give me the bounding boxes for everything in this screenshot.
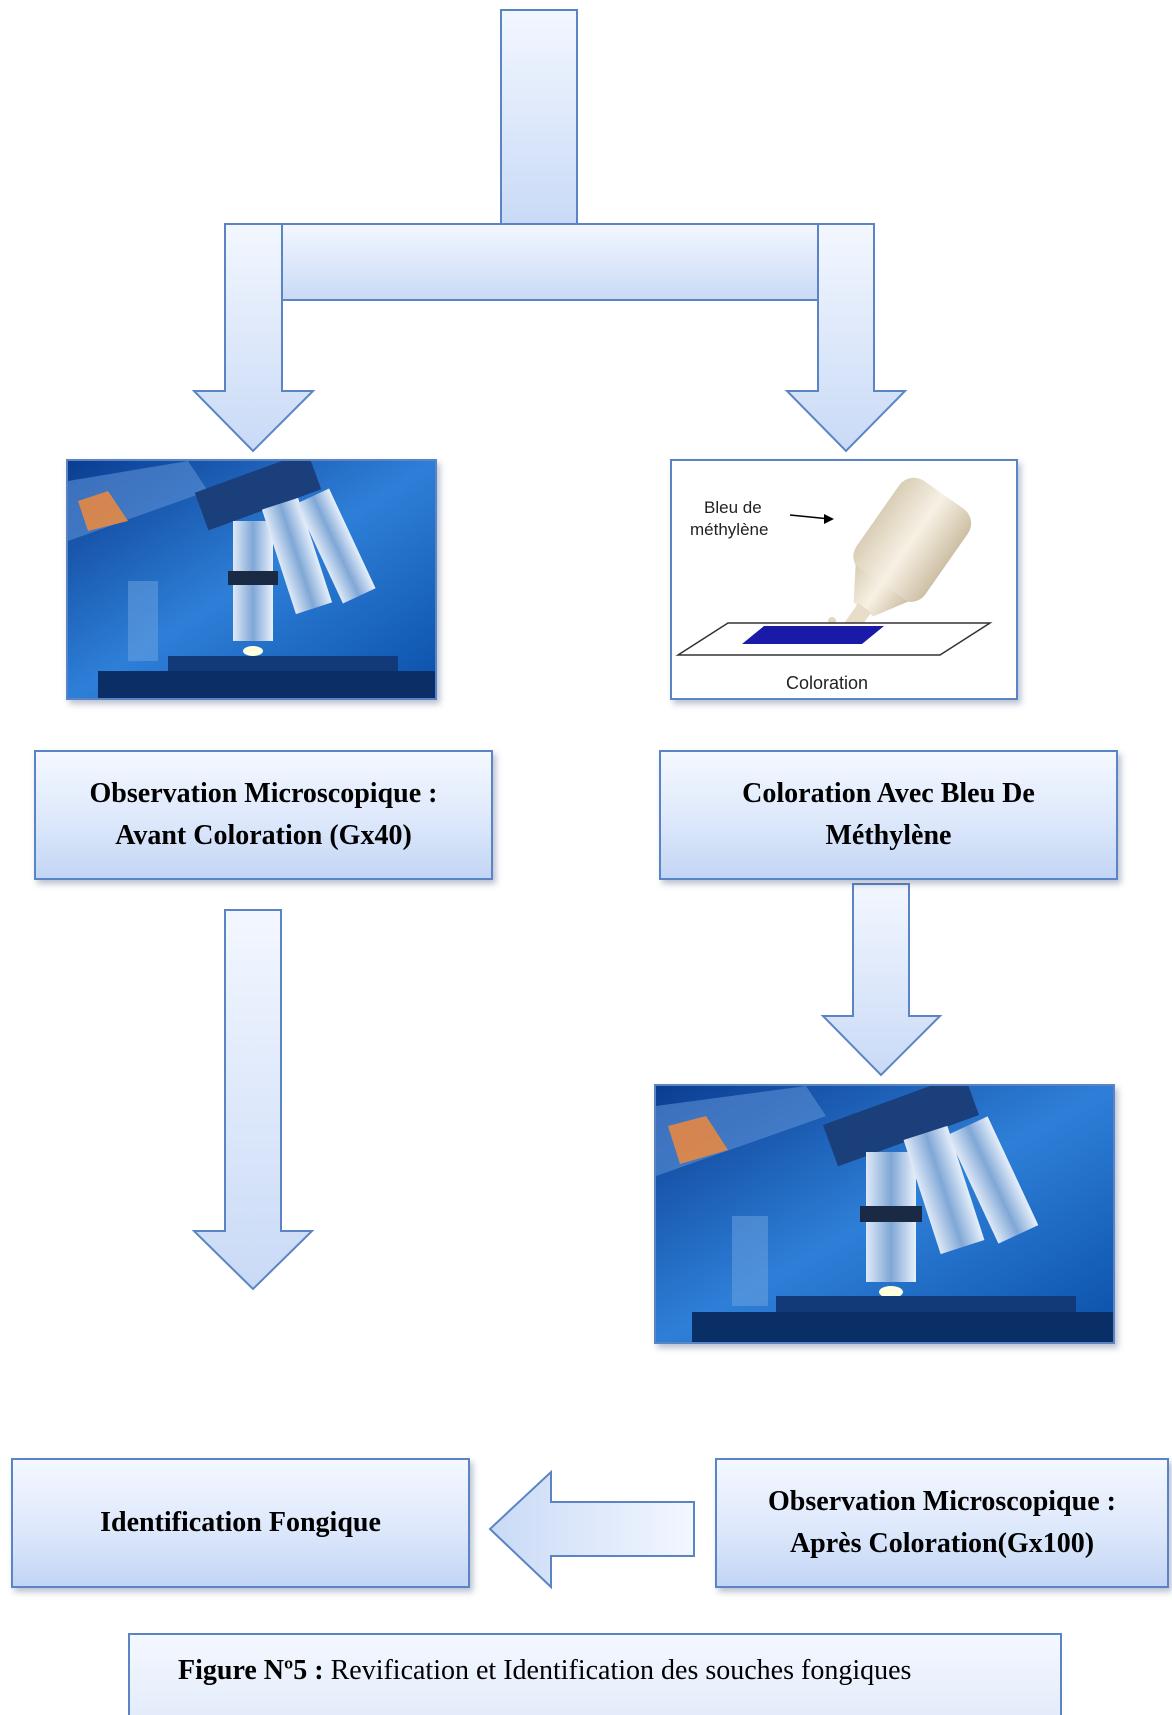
microscope-icon (656, 1086, 1113, 1342)
right-down-arrow (820, 883, 943, 1077)
figure-caption-label: Figure Nº5 : (178, 1655, 324, 1686)
box-observation-before: Observation Microscopique : Avant Colora… (34, 750, 493, 880)
bottle-label-line2: méthylène (690, 520, 768, 539)
right-branch-arrow (784, 223, 908, 453)
bottle-label-line1: Bleu de (704, 498, 762, 517)
box-observation-after: Observation Microscopique : Après Colora… (715, 1458, 1169, 1588)
stain-illustration: Bleu de méthylène Coloration (670, 459, 1018, 700)
box-observation-after-line2: Après Coloration(Gx100) (789, 1528, 1095, 1559)
dropper-bottle-icon: Bleu de méthylène Coloration (675, 477, 993, 693)
left-down-arrow (191, 909, 315, 1291)
microscope-photo-before (66, 459, 437, 700)
box-stain: Coloration Avec Bleu De Méthylène (659, 750, 1118, 880)
left-pointing-arrow (488, 1469, 695, 1590)
left-branch-arrow (191, 223, 316, 453)
box-observation-before-line2: Avant Coloration (Gx40) (115, 820, 412, 851)
box-observation-after-line1: Observation Microscopique : (768, 1486, 1116, 1517)
microscope-photo-after (654, 1084, 1115, 1344)
slide-label: Coloration (786, 673, 868, 693)
microscope-icon (68, 461, 435, 698)
box-stain-line1: Coloration Avec Bleu De (742, 778, 1035, 809)
box-observation-before-line1: Observation Microscopique : (89, 778, 438, 809)
box-identification: Identification Fongique (11, 1458, 470, 1588)
figure-caption: Figure Nº5 : Revification et Identificat… (128, 1633, 1062, 1715)
figure-caption-text: Revification et Identification des souch… (323, 1655, 912, 1686)
box-identification-label: Identification Fongique (100, 1507, 381, 1538)
split-bar (281, 223, 819, 301)
box-stain-line2: Méthylène (825, 820, 952, 851)
top-stem-arrow (500, 9, 578, 225)
